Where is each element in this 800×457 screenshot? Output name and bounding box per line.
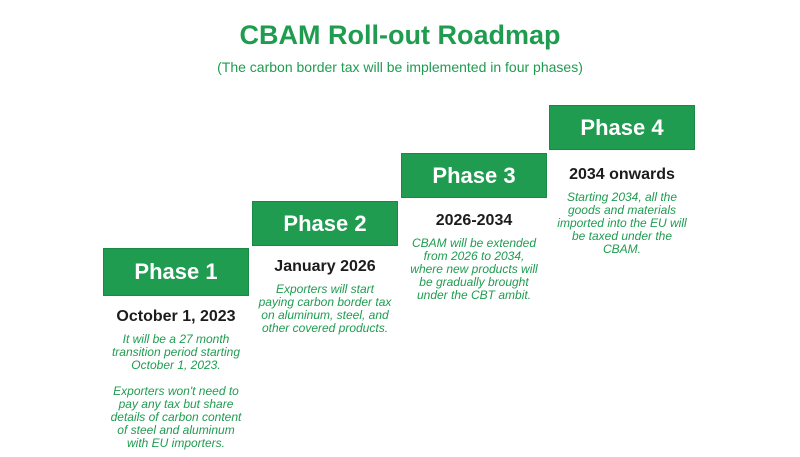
phase-1-description-2: Exporters won't need to pay any tax but … [110, 383, 242, 450]
phase-2-step-block: Phase 2 [252, 201, 398, 246]
phase-4-column: Phase 4 2034 onwards Starting 2034, all … [542, 105, 702, 256]
phase-2-date: January 2026 [274, 258, 376, 275]
phase-4-label: Phase 4 [580, 114, 664, 140]
phase-1-step-block: Phase 1 [103, 248, 249, 296]
phase-3-column: Phase 3 2026-2034 CBAM will be extended … [394, 153, 554, 302]
phase-4-date: 2034 onwards [569, 166, 675, 183]
phase-4-description: Starting 2034, all the goods and materia… [557, 190, 687, 256]
phase-3-date: 2026-2034 [435, 212, 513, 229]
phase-4-step-block: Phase 4 [549, 105, 695, 150]
phase-1-column: Phase 1 October 1, 2023 It will be a 27 … [96, 248, 256, 450]
header: CBAM Roll-out Roadmap (The carbon border… [0, 20, 800, 75]
page-subtitle: (The carbon border tax will be implement… [217, 59, 583, 75]
phase-3-description: CBAM will be extended from 2026 to 2034,… [410, 236, 538, 302]
phase-1-label: Phase 1 [134, 259, 218, 284]
phase-2-description: Exporters will start paying carbon borde… [258, 282, 392, 335]
phase-2-label: Phase 2 [283, 210, 367, 236]
phase-3-label: Phase 3 [432, 162, 516, 188]
phase-2-column: Phase 2 January 2026 Exporters will star… [245, 201, 405, 335]
phase-3-step-block: Phase 3 [401, 153, 547, 198]
phase-1-description: It will be a 27 month transition period … [111, 332, 241, 372]
phase-1-date: October 1, 2023 [116, 308, 236, 325]
page-title: CBAM Roll-out Roadmap [239, 20, 561, 50]
